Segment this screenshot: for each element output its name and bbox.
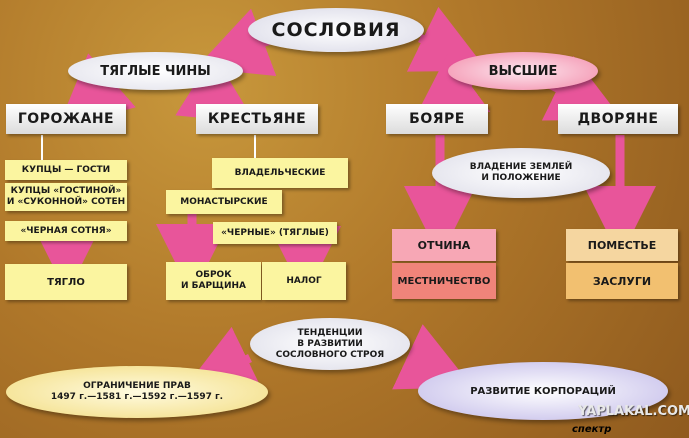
box-gorozhane: ГОРОЖАНЕ [6, 104, 126, 134]
item-kuptsy-gostinoy: КУПЦЫ «ГОСТИНОЙ» И «СУКОННОЙ» СОТЕН [5, 183, 127, 211]
item-pomestie: ПОМЕСТЬЕ [566, 229, 678, 261]
item-kuptsy-gosti: КУПЦЫ — ГОСТИ [5, 160, 127, 180]
oval-ogranichenie: ОГРАНИЧЕНИЕ ПРАВ 1497 г.—1581 г.—1592 г.… [6, 366, 268, 418]
oval-tyaglye: ТЯГЛЫЕ ЧИНЫ [68, 52, 243, 90]
item-vladelcheskie: ВЛАДЕЛЬЧЕСКИЕ [212, 158, 348, 188]
box-boyare: БОЯРЕ [386, 104, 488, 134]
item-chernye: «ЧЕРНЫЕ» (ТЯГЛЫЕ) [213, 222, 337, 244]
item-chernaya-sotnya: «ЧЕРНАЯ СОТНЯ» [5, 221, 127, 241]
item-tyaglo: ТЯГЛО [5, 264, 127, 300]
oval-vysshie: ВЫСШИЕ [448, 52, 598, 90]
box-dvoryane: ДВОРЯНЕ [558, 104, 678, 134]
oval-sosloviya: СОСЛОВИЯ [248, 8, 424, 52]
item-mestnichestvo: МЕСТНИЧЕСТВО [392, 263, 496, 299]
arrow-trend-right [392, 324, 473, 390]
item-monastyrskie: МОНАСТЫРСКИЕ [166, 190, 282, 214]
oval-vladenie: ВЛАДЕНИЕ ЗЕМЛЕЙ И ПОЛОЖЕНИЕ [432, 148, 610, 198]
oval-tendencii: ТЕНДЕНЦИИ В РАЗВИТИИ СОСЛОВНОГО СТРОЯ [250, 318, 410, 370]
box-krestyane: КРЕСТЬЯНЕ [196, 104, 318, 134]
arrow-root-right [406, 6, 488, 72]
oval-korporacii: РАЗВИТИЕ КОРПОРАЦИЙ [418, 362, 668, 420]
watermark-spekter: спектр [572, 424, 612, 435]
watermark-yaplakal: YAPLAKAL.COM [578, 404, 689, 419]
item-obrok: ОБРОК И БАРЩИНА [166, 262, 261, 300]
item-zaslugi: ЗАСЛУГИ [566, 263, 678, 299]
arrow-vys-boyare [410, 53, 491, 126]
item-otchina: ОТЧИНА [392, 229, 496, 261]
item-nalog: НАЛОГ [262, 262, 346, 300]
